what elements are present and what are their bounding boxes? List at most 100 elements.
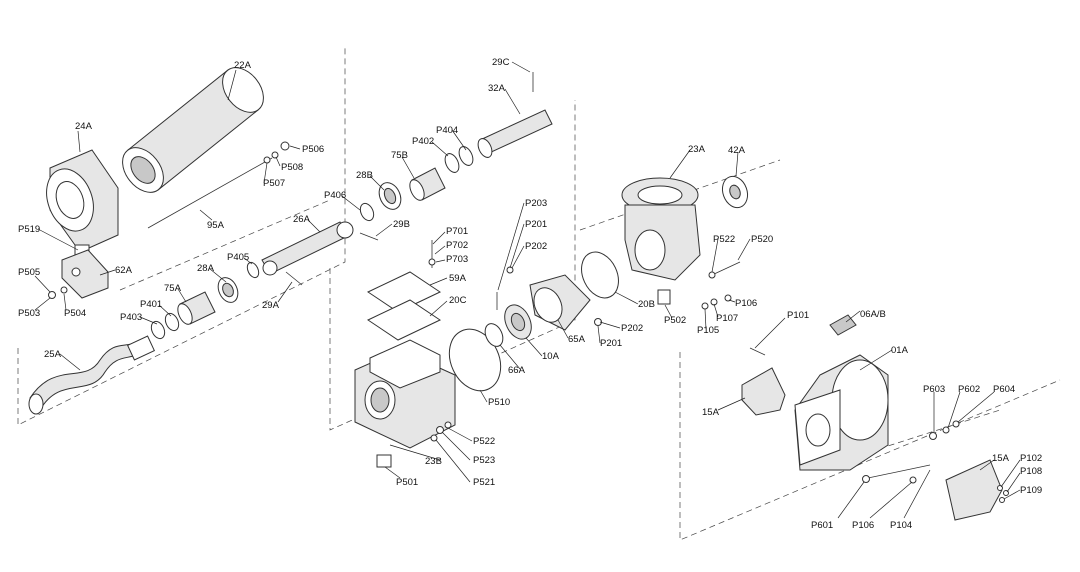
label-95A: 95A bbox=[207, 220, 225, 231]
label-P604: P604 bbox=[993, 384, 1015, 395]
part-29A-pin bbox=[285, 271, 303, 286]
label-P501: P501 bbox=[396, 477, 418, 488]
part-59A-plate bbox=[366, 271, 442, 313]
label-65A: 65A bbox=[568, 334, 586, 345]
part-25A-rotor bbox=[28, 335, 156, 415]
label-29A: 29A bbox=[262, 300, 280, 311]
part-23A-housing bbox=[621, 177, 701, 305]
label-29B: 29B bbox=[393, 219, 410, 230]
label-10A: 10A bbox=[542, 351, 560, 362]
label-P508: P508 bbox=[281, 162, 303, 173]
part-P405-ring bbox=[246, 261, 260, 279]
label-P202: P202 bbox=[525, 241, 547, 252]
part-P406-ring bbox=[359, 202, 375, 222]
label-P404: P404 bbox=[436, 125, 458, 136]
label-P503: P503 bbox=[18, 308, 40, 319]
part-15A-guard-left bbox=[741, 367, 786, 416]
label-P702: P702 bbox=[446, 240, 468, 251]
part-10A-stator-end bbox=[504, 304, 532, 340]
hardware-P601-P104 bbox=[862, 464, 931, 484]
hardware-P602-P604 bbox=[929, 420, 960, 440]
label-P603: P603 bbox=[923, 384, 945, 395]
label-P106-upper: P106 bbox=[735, 298, 757, 309]
part-62A-support bbox=[61, 249, 109, 299]
label-P403: P403 bbox=[120, 312, 142, 323]
label-P202-lower: P202 bbox=[621, 323, 643, 334]
label-20B: 20B bbox=[638, 299, 655, 310]
part-20C-gasket bbox=[366, 299, 442, 341]
label-23A: 23A bbox=[688, 144, 706, 155]
label-P101: P101 bbox=[787, 310, 809, 321]
label-P203: P203 bbox=[525, 198, 547, 209]
hardware-P506-P508 bbox=[263, 141, 290, 164]
part-95A-tie-rod bbox=[147, 157, 273, 229]
part-28B-bearing bbox=[378, 182, 402, 210]
label-P519: P519 bbox=[18, 224, 40, 235]
part-26A-shaft bbox=[261, 221, 354, 276]
label-P521: P521 bbox=[473, 477, 495, 488]
label-24A: 24A bbox=[75, 121, 93, 132]
part-labels: 22A 24A 95A P519 P505 P503 P504 62A P506… bbox=[18, 57, 1042, 531]
part-P403-ring bbox=[150, 320, 166, 340]
label-P405: P405 bbox=[227, 252, 249, 263]
part-75A-bushing bbox=[177, 291, 216, 325]
label-P402: P402 bbox=[412, 136, 434, 147]
label-P522-lower: P522 bbox=[473, 436, 495, 447]
label-P102: P102 bbox=[1020, 453, 1042, 464]
label-42A: 42A bbox=[728, 145, 746, 156]
label-P502: P502 bbox=[664, 315, 686, 326]
label-P701: P701 bbox=[446, 226, 468, 237]
part-23B-housing bbox=[354, 339, 456, 468]
label-20C: 20C bbox=[449, 295, 467, 306]
label-28B: 28B bbox=[356, 170, 373, 181]
label-P504: P504 bbox=[64, 308, 86, 319]
hardware-P201-P203 bbox=[496, 266, 602, 326]
label-P703: P703 bbox=[446, 254, 468, 265]
label-25A: 25A bbox=[44, 349, 62, 360]
label-P201: P201 bbox=[525, 219, 547, 230]
label-01A: 01A bbox=[891, 345, 909, 356]
label-P106-lower: P106 bbox=[852, 520, 874, 531]
part-42A-nameplate bbox=[721, 175, 749, 209]
label-P510: P510 bbox=[488, 397, 510, 408]
label-P601: P601 bbox=[811, 520, 833, 531]
label-P401: P401 bbox=[140, 299, 162, 310]
label-15A-right: 15A bbox=[992, 453, 1010, 464]
label-P107: P107 bbox=[716, 313, 738, 324]
part-66A-ring bbox=[484, 323, 504, 347]
part-P402-ring bbox=[444, 153, 460, 173]
label-P506: P506 bbox=[302, 144, 324, 155]
part-24A-flange bbox=[46, 149, 119, 258]
label-P105: P105 bbox=[697, 325, 719, 336]
label-23B: 23B bbox=[425, 456, 442, 467]
part-20B-oring bbox=[581, 251, 619, 299]
label-66A: 66A bbox=[508, 365, 526, 376]
label-32A: 32A bbox=[488, 83, 506, 94]
label-06AB: 06A/B bbox=[860, 309, 886, 320]
hardware-P503-P505 bbox=[48, 286, 68, 299]
hardware-P520-P522 bbox=[701, 261, 741, 310]
label-P522-upper: P522 bbox=[713, 234, 735, 245]
part-32A-shaft bbox=[477, 109, 553, 158]
label-59A: 59A bbox=[449, 273, 467, 284]
label-P602: P602 bbox=[958, 384, 980, 395]
label-75B: 75B bbox=[391, 150, 408, 161]
part-22A-cylinder bbox=[122, 67, 264, 193]
label-P406: P406 bbox=[324, 190, 346, 201]
part-01A-bearing-housing bbox=[794, 354, 889, 471]
part-P510-oring bbox=[448, 328, 502, 392]
label-22A: 22A bbox=[234, 60, 252, 71]
label-P523: P523 bbox=[473, 455, 495, 466]
part-P101-screw bbox=[749, 347, 766, 356]
leader-lines bbox=[34, 61, 1021, 519]
part-28A-bearing bbox=[217, 277, 239, 303]
part-29B-pin bbox=[359, 232, 379, 241]
label-62A: 62A bbox=[115, 265, 133, 276]
label-15A-left: 15A bbox=[702, 407, 720, 418]
part-06AB-block bbox=[829, 314, 857, 336]
label-P520: P520 bbox=[751, 234, 773, 245]
label-P109: P109 bbox=[1020, 485, 1042, 496]
label-75A: 75A bbox=[164, 283, 182, 294]
label-26A: 26A bbox=[293, 214, 311, 225]
